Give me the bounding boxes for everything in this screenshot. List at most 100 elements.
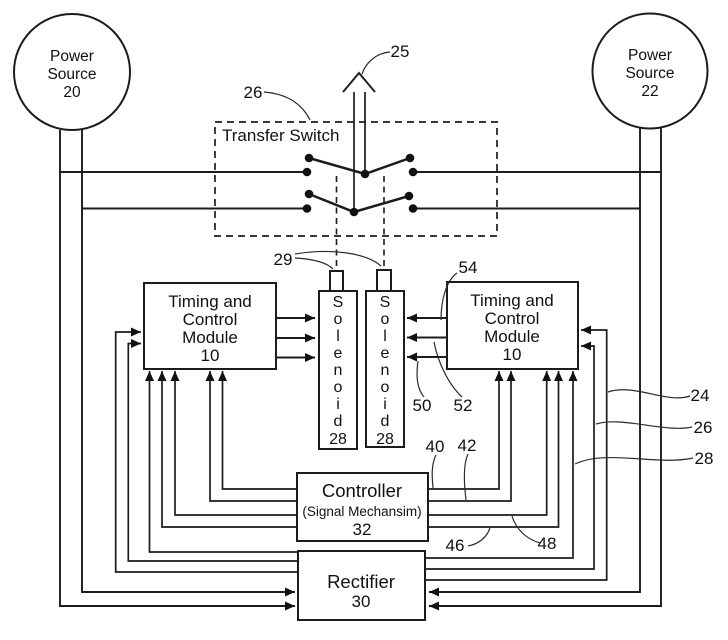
timing-module-right-number: 10 (503, 345, 522, 364)
wire-rectifier-left-top (145, 371, 298, 553)
wire-rectifier-left-b (114, 327, 298, 573)
solenoid-right-letter: o (381, 379, 390, 396)
power-source-20-circle (13, 13, 131, 131)
solenoid-right-plunger (376, 269, 392, 292)
leader-24 (607, 389, 691, 399)
switch-contacts (302, 153, 418, 217)
leader-54 (440, 272, 458, 321)
power-source-20: Power Source 20 (13, 13, 131, 131)
rectifier: Rectifier 30 (297, 550, 426, 621)
wire-source22-outer (429, 128, 662, 611)
leader-28-right (574, 456, 694, 465)
wire-controller-left-1 (218, 371, 297, 490)
solenoid-left-letter: S (333, 294, 344, 311)
leader-52 (433, 341, 463, 398)
solenoid-left-plunger (329, 270, 344, 292)
ref-26-top: 26 (244, 83, 263, 102)
timing-module-left-number: 10 (201, 346, 220, 365)
solenoid-left-box (318, 290, 358, 450)
leader-26-right (595, 421, 693, 429)
controller-number: 32 (353, 520, 372, 539)
controller-line2: (Signal Mechansim) (302, 504, 421, 519)
wire-controller-right-4 (428, 371, 563, 528)
ref-26-right: 26 (694, 418, 713, 437)
solenoid-right-letter: d (381, 413, 390, 430)
wire-controller-left-4 (157, 371, 297, 528)
reference-numerals: 25 26 29 54 50 52 40 42 46 48 24 26 28 (244, 42, 714, 555)
control-wiring (114, 313, 608, 581)
power-source-22-number: 22 (641, 83, 658, 100)
ref-28-right: 28 (695, 449, 714, 468)
solenoid-left-letter: n (334, 362, 343, 379)
solenoid-left-letter: i (336, 396, 340, 413)
solenoid-right-letter: e (381, 345, 390, 362)
controller-line1: Controller (322, 480, 402, 501)
ref-52: 52 (454, 396, 473, 415)
controller: Controller (Signal Mechansim) 32 (296, 472, 429, 542)
timing-module-right-line3: Module (484, 327, 540, 346)
power-wiring (59, 128, 662, 611)
rectifier-number: 30 (352, 592, 371, 611)
timing-module-left-box (143, 282, 277, 370)
solenoid-right-letter: i (383, 396, 387, 413)
solenoid-right-box (365, 290, 405, 448)
timing-module-right: Timing and Control Module 10 (446, 281, 579, 370)
timing-module-left: Timing and Control Module 10 (143, 282, 277, 370)
wire-controller-right-3 (428, 371, 552, 516)
power-source-20-number: 20 (63, 84, 81, 101)
ref-25: 25 (391, 42, 410, 61)
transfer-switch-box (214, 121, 498, 237)
wire-controller-right-1 (428, 371, 504, 490)
rectifier-box (297, 550, 426, 621)
ref-24: 24 (691, 386, 710, 405)
transfer-switch: Transfer Switch (214, 71, 498, 272)
wire-controller-right-2 (428, 371, 516, 502)
ref-40: 40 (426, 437, 445, 456)
leader-40 (431, 454, 437, 489)
timing-module-left-line3: Module (182, 328, 238, 347)
leader-29-right (294, 250, 382, 267)
leader-48 (511, 515, 541, 544)
solenoid-left-letter: d (334, 413, 343, 430)
wire-rectifier-right-b (425, 325, 608, 581)
leader-26-top (263, 91, 311, 121)
controller-box (296, 472, 429, 542)
wire-source20-inner (81, 130, 295, 597)
wire-rectifier-right-a (425, 341, 595, 570)
power-source-20-line1: Power (50, 48, 94, 65)
solenoid-right-letter: o (381, 311, 390, 328)
solenoid-right-letter: l (383, 328, 387, 345)
timing-module-right-line2: Control (485, 309, 540, 328)
power-source-20-line2: Source (47, 66, 96, 83)
ref-42: 42 (458, 436, 477, 455)
wire-controller-left-2 (205, 371, 297, 502)
wire-rectifier-right-top (425, 371, 578, 559)
power-source-22: Power Source 22 (591, 12, 709, 130)
leader-46 (467, 527, 491, 547)
solenoid-left-letter: o (334, 311, 343, 328)
leader-29-left (294, 257, 334, 270)
wire-source22-inner (429, 128, 641, 597)
ref-46: 46 (446, 536, 465, 555)
ref-29: 29 (274, 250, 293, 269)
power-source-22-circle (591, 12, 709, 130)
solenoid-left-number: 28 (329, 431, 347, 448)
transfer-switch-label: Transfer Switch (222, 126, 339, 145)
wire-source20-outer (59, 130, 295, 611)
solenoid-left-letter: l (336, 328, 340, 345)
solenoid-right-letter: S (380, 294, 391, 311)
reference-leaders (263, 51, 694, 547)
timing-module-left-line1: Timing and (168, 292, 251, 311)
rectifier-line1: Rectifier (327, 571, 395, 592)
ref-54: 54 (459, 258, 478, 277)
ref-50: 50 (413, 396, 432, 415)
solenoid-right-number: 28 (376, 431, 394, 448)
leader-50 (416, 360, 425, 398)
timing-module-right-box (446, 281, 579, 370)
wire-controller-left-3 (170, 371, 297, 516)
solenoid-left-letter: e (334, 345, 343, 362)
solenoid-right-letter: n (381, 362, 390, 379)
wire-rectifier-left-a (127, 339, 298, 562)
